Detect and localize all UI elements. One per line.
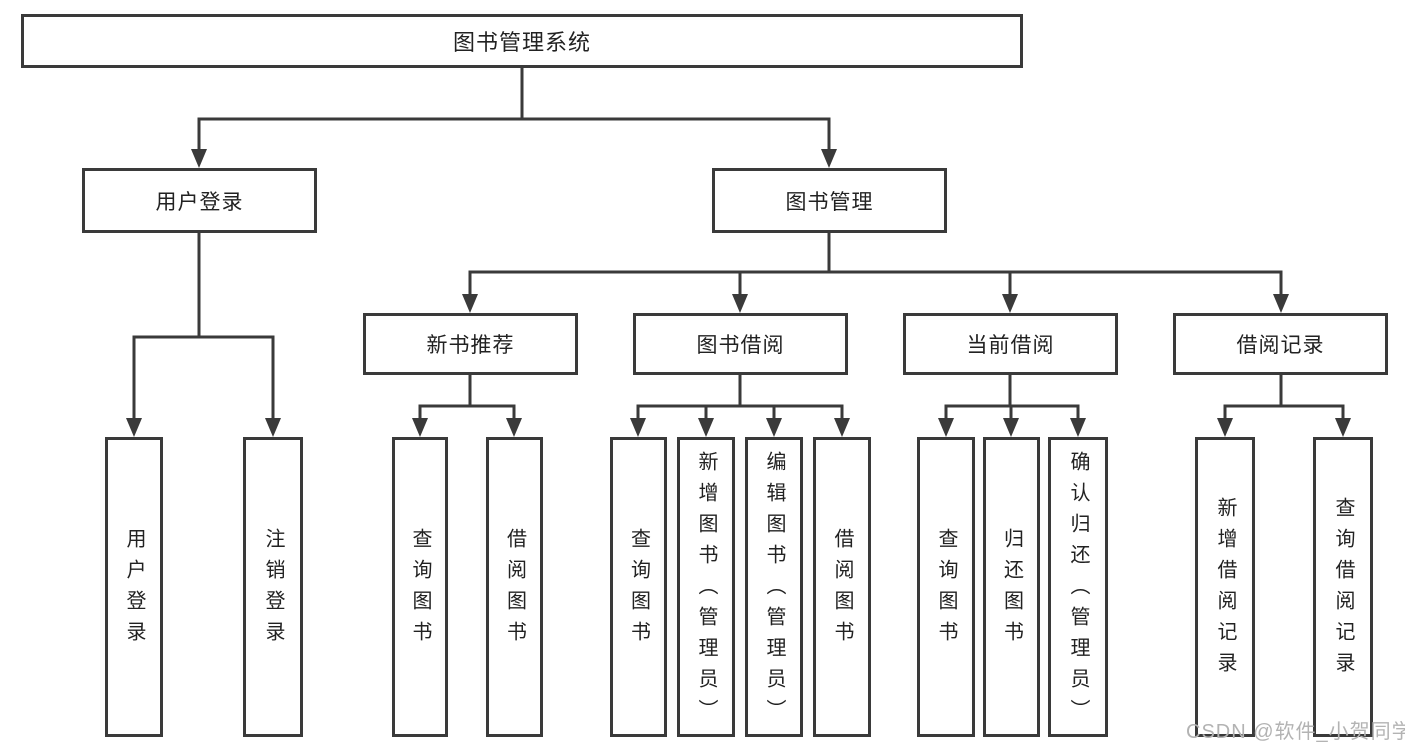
node-new-book-recommend: 新书推荐 — [363, 313, 578, 375]
node-current-borrowing: 当前借阅 — [903, 313, 1118, 375]
leaf-user-login: 用户登录 — [105, 437, 163, 737]
leaf-recommend-borrow-book: 借阅图书 — [486, 437, 543, 737]
leaf-confirm-return-admin: 确认归还（管理员） — [1048, 437, 1108, 737]
node-borrowing-records: 借阅记录 — [1173, 313, 1388, 375]
leaf-logout: 注销登录 — [243, 437, 303, 737]
leaf-edit-book-admin: 编辑图书（管理员） — [745, 437, 803, 737]
leaf-add-borrow-record: 新增借阅记录 — [1195, 437, 1255, 737]
node-user-login: 用户登录 — [82, 168, 317, 233]
node-library-management-system: 图书管理系统 — [21, 14, 1023, 68]
node-book-management: 图书管理 — [712, 168, 947, 233]
leaf-query-borrow-record: 查询借阅记录 — [1313, 437, 1373, 737]
leaf-borrowing-query-book: 查询图书 — [610, 437, 667, 737]
csdn-watermark: CSDN @软件_小贺同学 — [1186, 721, 1405, 743]
node-book-borrowing: 图书借阅 — [633, 313, 848, 375]
leaf-return-book: 归还图书 — [983, 437, 1040, 737]
leaf-add-book-admin: 新增图书（管理员） — [677, 437, 735, 737]
leaf-recommend-query-book: 查询图书 — [392, 437, 448, 737]
leaf-current-query-book: 查询图书 — [917, 437, 975, 737]
leaf-borrow-book: 借阅图书 — [813, 437, 871, 737]
